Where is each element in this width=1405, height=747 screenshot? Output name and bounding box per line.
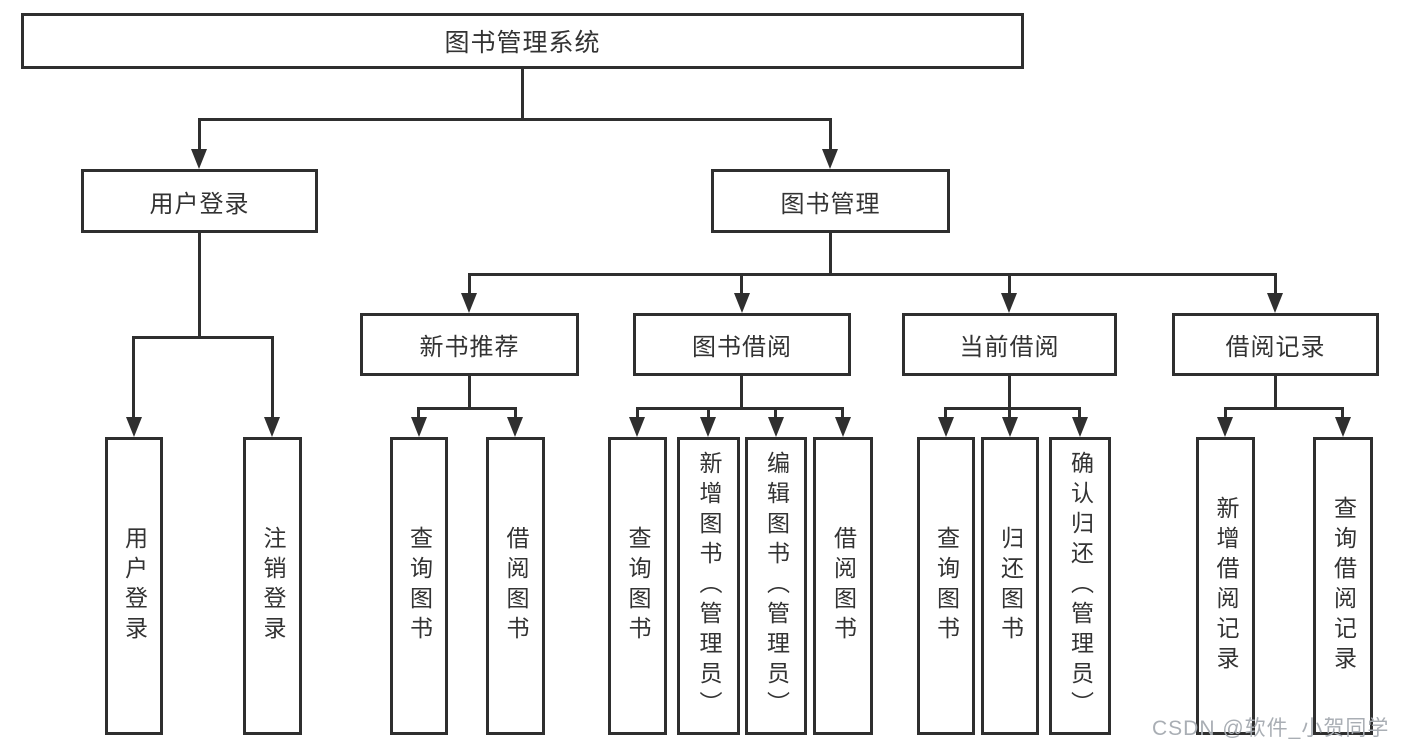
arrowhead-down-icon: [938, 417, 954, 437]
leaf-borrow-books: 借阅图书: [813, 437, 873, 735]
connector-current-bar: [944, 407, 1081, 410]
leaf-add-books-admin: 新增图书（管理员）: [677, 437, 740, 735]
leaf-query-books-recommend: 查询图书: [390, 437, 448, 735]
arrowhead-down-icon: [126, 417, 142, 437]
connector-arrow-shaft: [132, 336, 135, 427]
arrowhead-down-icon: [700, 417, 716, 437]
leaf-query-books-borrow: 查询图书: [608, 437, 667, 735]
arrowhead-down-icon: [461, 293, 477, 313]
arrowhead-down-icon: [822, 149, 838, 169]
node-user-login: 用户登录: [81, 169, 318, 233]
leaf-add-borrow-record: 新增借阅记录: [1196, 437, 1255, 735]
arrowhead-down-icon: [411, 417, 427, 437]
connector-recommend-bar: [417, 407, 517, 410]
arrowhead-down-icon: [1002, 417, 1018, 437]
connector-records-bar: [1224, 407, 1344, 410]
arrowhead-down-icon: [1072, 417, 1088, 437]
connector-arrow-shaft: [829, 118, 832, 159]
connector-arrow-shaft: [1008, 273, 1011, 303]
leaf-confirm-return-admin: 确认归还（管理员）: [1049, 437, 1111, 735]
arrowhead-down-icon: [768, 417, 784, 437]
connector-arrow-shaft: [468, 273, 471, 303]
connector-user-login-stem: [198, 233, 201, 336]
leaf-edit-books-admin: 编辑图书（管理员）: [745, 437, 807, 735]
connector-arrow-shaft: [198, 118, 201, 159]
node-current-borrow: 当前借阅: [902, 313, 1117, 376]
connector-recommend-stem: [468, 376, 471, 407]
arrowhead-down-icon: [507, 417, 523, 437]
connector-root-stem: [521, 69, 524, 118]
leaf-return-books: 归还图书: [981, 437, 1039, 735]
leaf-query-borrow-record: 查询借阅记录: [1313, 437, 1373, 735]
node-borrow-records: 借阅记录: [1172, 313, 1379, 376]
node-new-book-recommend: 新书推荐: [360, 313, 579, 376]
connector-records-stem: [1274, 376, 1277, 407]
arrowhead-down-icon: [1335, 417, 1351, 437]
connector-root-bar: [198, 118, 832, 121]
connector-book-mgmt-bar: [468, 273, 1277, 276]
arrowhead-down-icon: [191, 149, 207, 169]
arrowhead-down-icon: [264, 417, 280, 437]
connector-book-mgmt-stem: [829, 233, 832, 273]
leaf-borrow-books-recommend: 借阅图书: [486, 437, 545, 735]
node-root: 图书管理系统: [21, 13, 1024, 69]
arrowhead-down-icon: [1217, 417, 1233, 437]
node-book-borrow: 图书借阅: [633, 313, 851, 376]
arrowhead-down-icon: [835, 417, 851, 437]
leaf-logout: 注销登录: [243, 437, 302, 735]
connector-arrow-shaft: [740, 273, 743, 303]
arrowhead-down-icon: [734, 293, 750, 313]
leaf-user-login: 用户登录: [105, 437, 163, 735]
connector-current-stem: [1008, 376, 1011, 407]
watermark: CSDN @软件_小贺同学: [1152, 717, 1390, 740]
connector-arrow-shaft: [1274, 273, 1277, 303]
arrowhead-down-icon: [629, 417, 645, 437]
connector-borrow-bar: [636, 407, 844, 410]
arrowhead-down-icon: [1267, 293, 1283, 313]
node-book-management: 图书管理: [711, 169, 950, 233]
connector-borrow-stem: [740, 376, 743, 407]
connector-user-login-bar: [132, 336, 273, 339]
arrowhead-down-icon: [1001, 293, 1017, 313]
leaf-query-books-current: 查询图书: [917, 437, 975, 735]
connector-arrow-shaft: [271, 336, 274, 427]
